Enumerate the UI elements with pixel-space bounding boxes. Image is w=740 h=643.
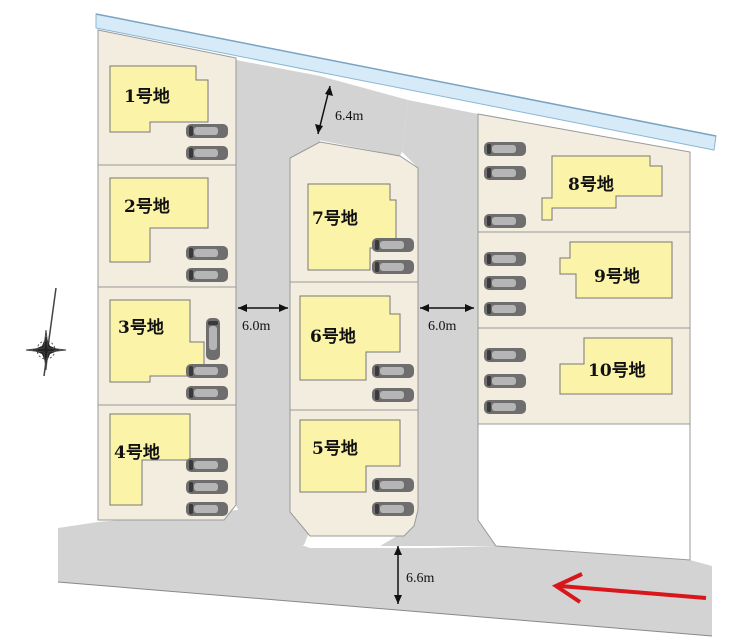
road-front <box>58 510 712 636</box>
lot-9[interactable]: 9号地 <box>477 231 691 329</box>
dim-front-road <box>394 546 402 604</box>
lot-7-label: 7号地 <box>312 208 358 229</box>
dim-right-road-label: 6.0m <box>428 319 457 334</box>
lot-10[interactable]: 10号地 <box>477 327 691 425</box>
road-top <box>318 76 408 156</box>
lot-1-label: 1号地 <box>124 86 170 107</box>
dim-left-road-label: 6.0m <box>242 319 271 334</box>
road-right <box>380 100 496 546</box>
lot-3[interactable]: 3号地 <box>97 286 237 406</box>
road-left <box>236 60 320 545</box>
dim-top-road <box>315 85 333 135</box>
lot-7[interactable]: 7号地 <box>289 141 419 283</box>
dim-right-road <box>420 304 474 312</box>
lot-5[interactable]: 5号地 <box>289 409 419 537</box>
direction-arrow-icon <box>551 572 707 604</box>
lot-6-label: 6号地 <box>310 326 356 347</box>
lot-6[interactable]: 6号地 <box>289 281 419 411</box>
lot-3-label: 3号地 <box>118 317 164 338</box>
dim-left-road <box>238 304 288 312</box>
lot-1[interactable]: 1号地 <box>97 29 237 166</box>
lot-4[interactable]: 4号地 <box>97 404 237 521</box>
dim-top-road-label: 6.4m <box>335 109 364 124</box>
lot-9-label: 9号地 <box>594 266 640 287</box>
empty-parcel <box>477 423 691 561</box>
lot-2[interactable]: 2号地 <box>97 164 237 288</box>
lot-2-label: 2号地 <box>124 196 170 217</box>
lot-8-label: 8号地 <box>568 174 614 195</box>
lot-8[interactable]: 8号地 <box>477 113 691 233</box>
lot-5-label: 5号地 <box>312 438 358 459</box>
compass-icon <box>25 287 67 377</box>
dim-front-road-label: 6.6m <box>406 571 435 586</box>
lot-10-label: 10号地 <box>588 360 646 381</box>
lot-4-label: 4号地 <box>114 442 160 463</box>
